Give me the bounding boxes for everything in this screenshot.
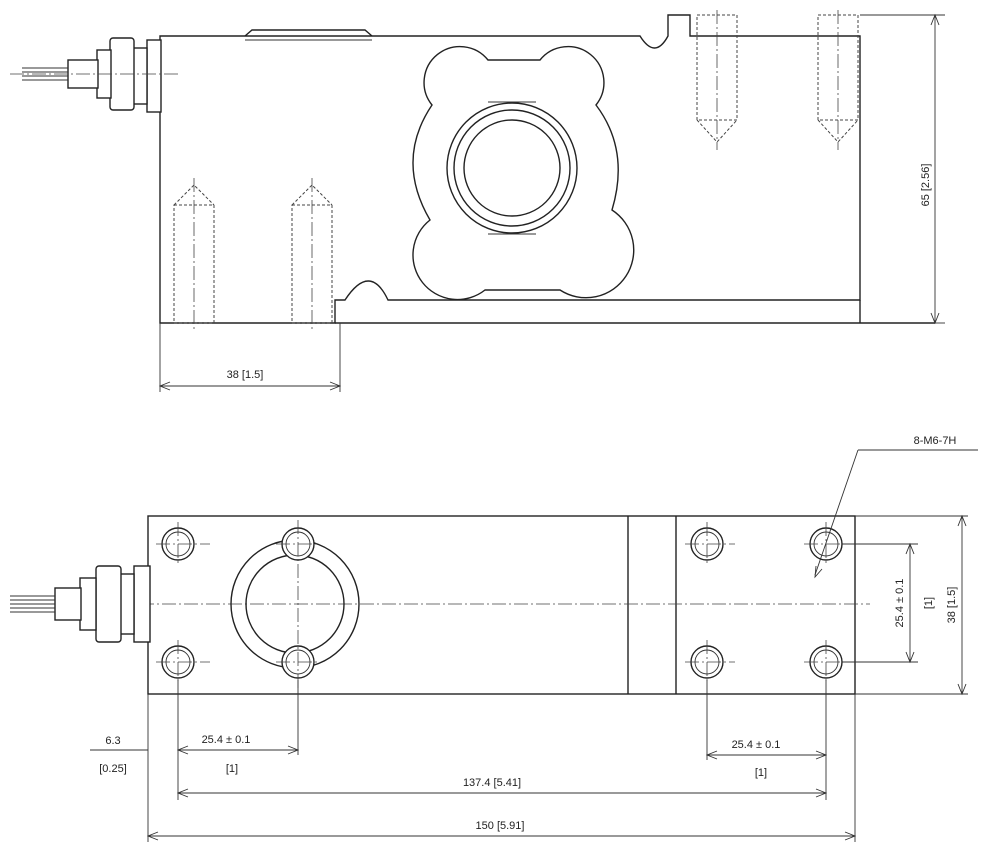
left-pitch-mm: 25.4 ± 0.1	[202, 734, 251, 746]
tapped-hole-top-1	[696, 10, 738, 150]
side-body-outline	[159, 14, 861, 324]
left-pitch-in: [1]	[226, 763, 238, 775]
height-dim-label: 65 [2.56]	[920, 164, 932, 207]
cable-gland-side	[10, 37, 180, 113]
overall-length-dimension: 150 [5.91]	[146, 820, 857, 841]
offset-dimension: 38 [1.5]	[158, 323, 342, 392]
tapped-hole-bottom-2	[291, 178, 333, 330]
right-pitch-in: [1]	[755, 767, 767, 779]
hole-span-dimension: 137.4 [5.41]	[176, 777, 828, 798]
beam-cutout	[412, 45, 635, 301]
left-pitch-dimension: 25.4 ± 0.1 [1]	[176, 734, 300, 775]
thread-callout-label: 8-M6-7H	[914, 435, 957, 447]
right-pitch-dimension: 25.4 ± 0.1 [1]	[705, 739, 828, 779]
cable-offset-mm: 6.3	[105, 735, 120, 747]
cable-gland-plan	[10, 565, 151, 643]
hole-span-label: 137.4 [5.41]	[463, 777, 521, 789]
plan-body-outline	[147, 515, 856, 695]
hole-right-bottom-1	[685, 640, 735, 684]
top-cover-plate	[244, 29, 373, 37]
hole-right-top-1	[685, 522, 735, 566]
vertical-pitch-mm: 25.4 ± 0.1	[894, 579, 906, 628]
vertical-pitch-dimension: 25.4 ± 0.1 [1]	[842, 542, 935, 664]
hole-right-bottom-2	[804, 640, 848, 684]
plan-view: 8-M6-7H 25.4 ± 0.1 [1] 38 [1.5]	[10, 435, 978, 842]
overall-length-label: 150 [5.91]	[476, 820, 525, 832]
height-dimension: 65 [2.56]	[860, 13, 945, 325]
offset-dim-label: 38 [1.5]	[227, 369, 264, 381]
hole-left-top-1	[156, 522, 210, 566]
hole-left-bottom-1	[156, 640, 210, 684]
side-view: 65 [2.56] 38 [1.5]	[10, 10, 945, 392]
tapped-hole-bottom-1	[173, 178, 215, 330]
tapped-hole-top-2	[817, 10, 859, 150]
cable-offset-in: [0.25]	[99, 763, 127, 775]
cable-offset-dimension: 6.3 [0.25]	[90, 735, 190, 775]
right-pitch-mm: 25.4 ± 0.1	[732, 739, 781, 751]
width-dim-label: 38 [1.5]	[946, 587, 958, 624]
vertical-pitch-in: [1]	[923, 597, 935, 609]
thread-callout: 8-M6-7H	[814, 435, 978, 579]
width-dimension: 38 [1.5]	[855, 514, 968, 696]
